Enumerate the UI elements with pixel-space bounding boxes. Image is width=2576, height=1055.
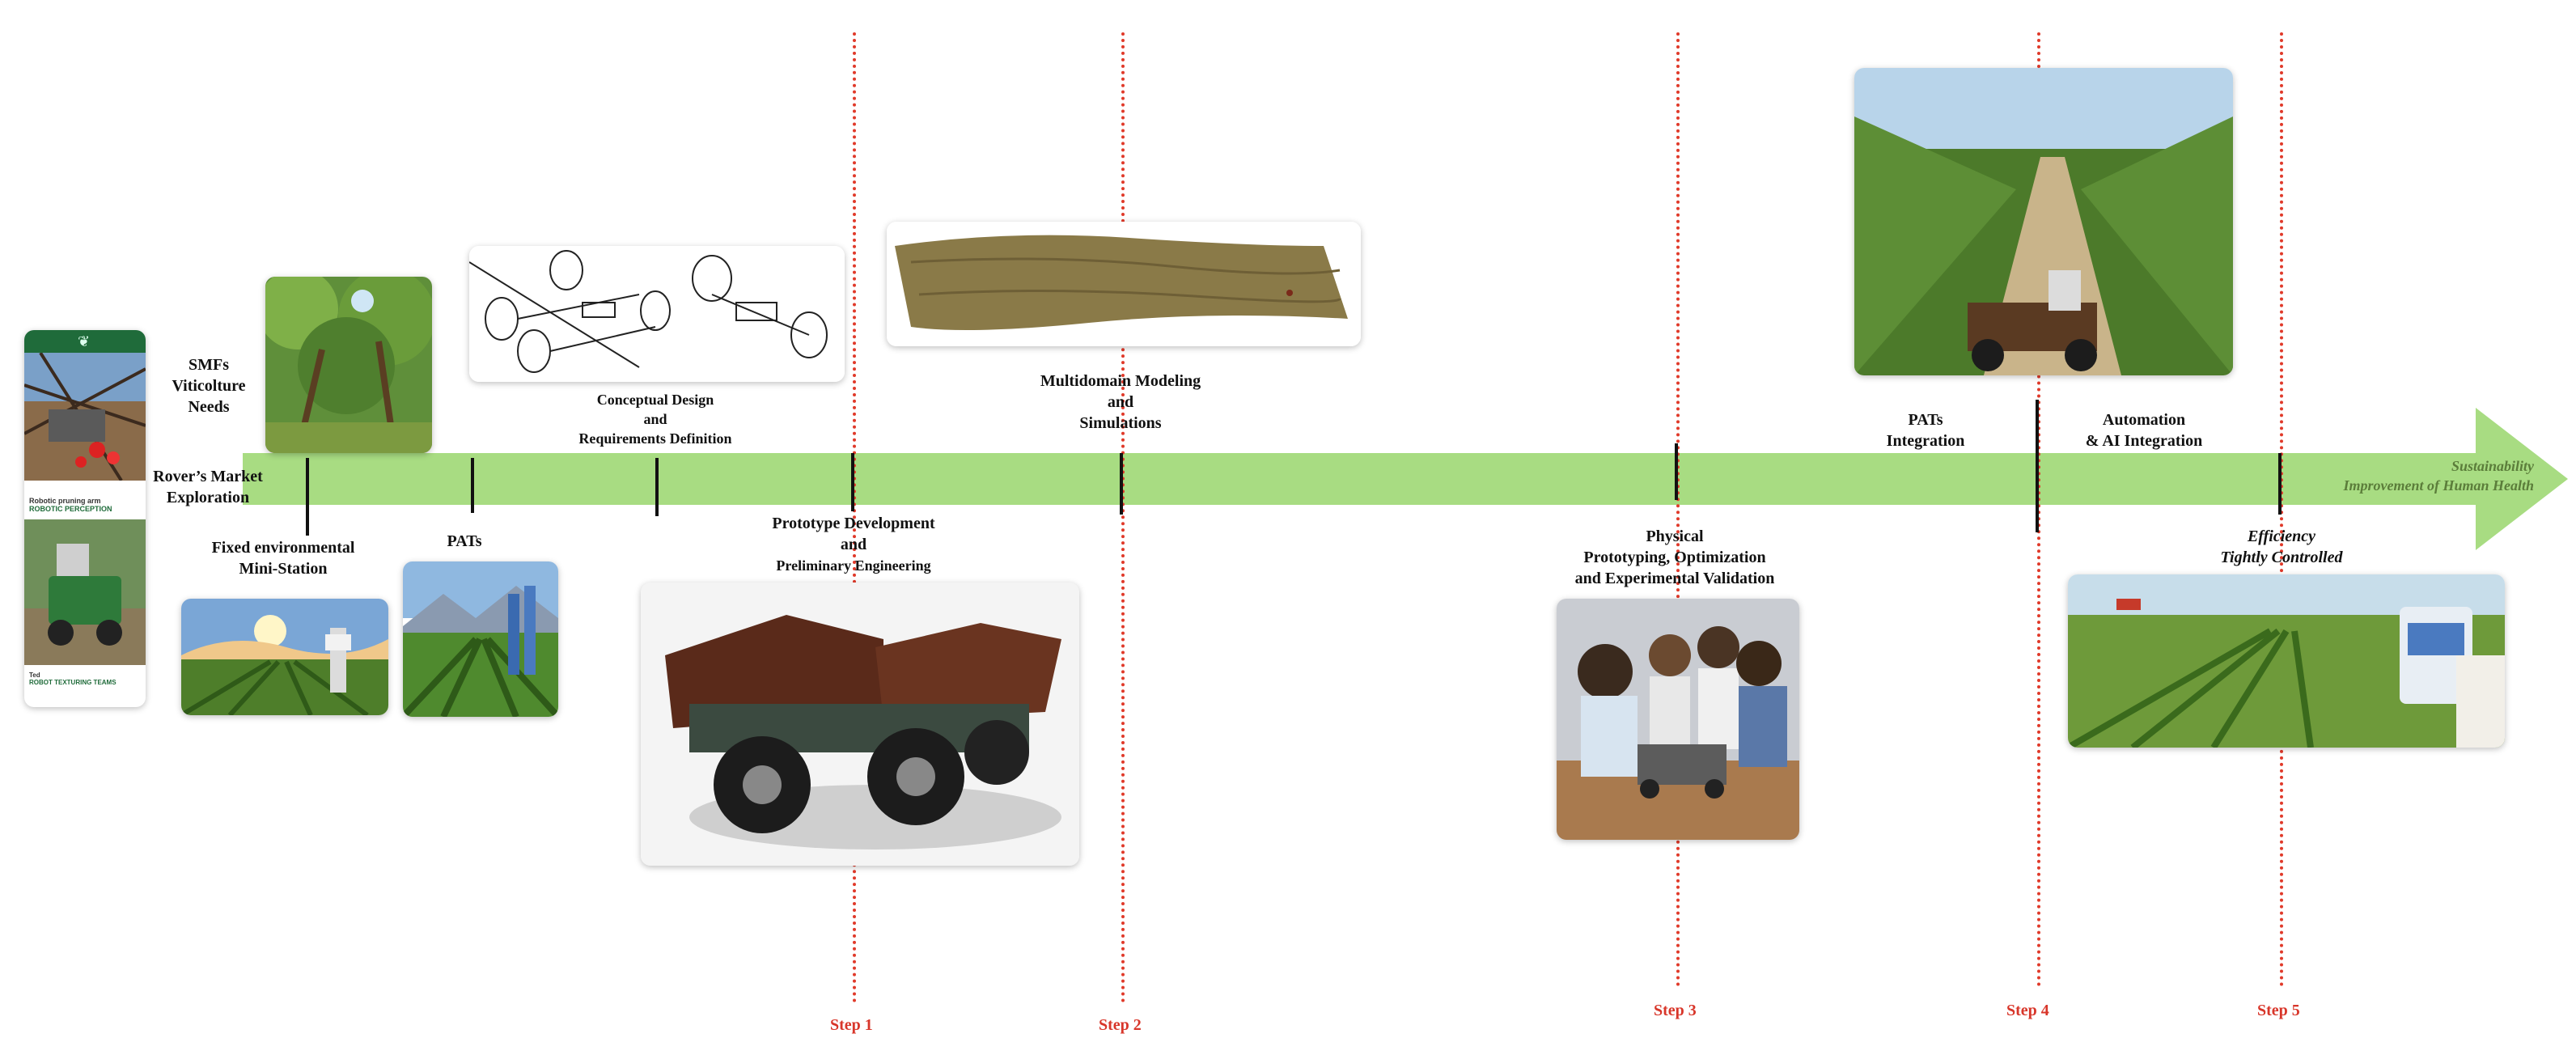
- label-pats2-line2: Integration: [1886, 432, 1965, 450]
- label-multidomain-line1: Multidomain Modeling: [1040, 372, 1201, 390]
- brochure-footer-line1: Ted: [29, 672, 40, 679]
- label-physical-line1: Physical: [1646, 528, 1704, 545]
- label-prototype-line2: and: [840, 536, 867, 553]
- label-prototype: Prototype Development and Preliminary En…: [744, 513, 963, 576]
- brochure-photo-bottom: [24, 519, 146, 665]
- brochure-title-line2: ROBOTIC PERCEPTION: [29, 505, 112, 513]
- label-pats-integration: PATs Integration: [1861, 409, 1990, 451]
- label-multidomain-line2: and: [1107, 393, 1134, 411]
- pats-photo: [403, 561, 558, 717]
- brochure-image: ❦ Robotic pruning arm ROBOTIC PERCEPTION…: [24, 330, 146, 707]
- label-smf-line3: Needs: [188, 398, 230, 416]
- label-physical-line2: Prototyping, Optimization: [1583, 549, 1766, 566]
- label-automation-line1: Automation: [2102, 411, 2186, 429]
- terrain-simulation: [887, 222, 1361, 346]
- tick-fixed: [306, 458, 309, 536]
- label-efficiency-line1: Efficiency: [2247, 528, 2316, 545]
- label-automation-line2: & AI Integration: [2085, 432, 2203, 450]
- tick-step2: [1120, 453, 1123, 515]
- step1-label: Step 1: [830, 1016, 873, 1034]
- label-conceptual-line2: and: [643, 411, 667, 427]
- label-multidomain: Multidomain Modeling and Simulations: [1011, 371, 1230, 434]
- label-smf: SMFs Viticolture Needs: [168, 354, 249, 417]
- label-pats2-line1: PATs: [1908, 411, 1943, 429]
- label-pats-line1: PATs: [447, 532, 482, 550]
- label-pats: PATs: [432, 531, 497, 552]
- label-conceptual: Conceptual Design and Requirements Defin…: [558, 390, 752, 448]
- label-rover-line1: Rover’s Market: [153, 468, 263, 485]
- label-prototype-line1: Prototype Development: [772, 515, 935, 532]
- step5-label: Step 5: [2257, 1002, 2300, 1019]
- step2-line: [1121, 32, 1125, 1003]
- step5-line: [2280, 32, 2283, 987]
- label-physical: Physical Prototyping, Optimization and E…: [1537, 526, 1812, 589]
- tick-step4: [2036, 400, 2039, 532]
- step2-label: Step 2: [1099, 1016, 1142, 1034]
- conceptual-drawing: [469, 246, 845, 382]
- brochure-title: Robotic pruning arm ROBOTIC PERCEPTION: [24, 497, 146, 513]
- label-efficiency: Efficiency Tightly Controlled: [2201, 526, 2362, 568]
- label-fixed-line1: Fixed environmental: [211, 539, 355, 557]
- tick-step3: [1675, 443, 1678, 500]
- tick-conceptual: [655, 458, 659, 516]
- lab-photo: [1557, 599, 1799, 840]
- step3-line: [1676, 32, 1680, 987]
- vineyard-rover-photo: [1854, 68, 2233, 375]
- step4-line: [2037, 32, 2040, 987]
- tick-step5: [2278, 453, 2282, 515]
- brochure-title-line1: Robotic pruning arm: [29, 497, 101, 505]
- brochure-footer-line2: ROBOT TEXTURING TEAMS: [29, 679, 117, 686]
- label-multidomain-line3: Simulations: [1079, 414, 1162, 432]
- brochure-header: ❦: [24, 330, 146, 353]
- step3-label: Step 3: [1654, 1002, 1697, 1019]
- label-automation: Automation & AI Integration: [2071, 409, 2217, 451]
- step4-label: Step 4: [2006, 1002, 2049, 1019]
- label-smf-line2: Viticolture: [172, 377, 246, 395]
- tick-pats: [471, 458, 474, 513]
- arrow-text: Sustainability Improvement of Human Heal…: [2343, 456, 2534, 495]
- brochure-photo-top: [24, 353, 146, 481]
- brochure-footer: Ted ROBOT TEXTURING TEAMS: [24, 665, 146, 686]
- label-prototype-line3: Preliminary Engineering: [776, 557, 931, 574]
- ai-vineyard-photo: [2068, 574, 2505, 748]
- label-rover: Rover’s Market Exploration: [139, 466, 277, 508]
- label-conceptual-line1: Conceptual Design: [596, 392, 714, 408]
- leaf-icon: ❦: [78, 333, 91, 350]
- label-rover-line2: Exploration: [166, 489, 250, 506]
- label-conceptual-line3: Requirements Definition: [578, 430, 732, 447]
- label-physical-line3: and Experimental Validation: [1574, 570, 1775, 587]
- rover-cad-render: [641, 583, 1079, 866]
- step1-line: [853, 32, 856, 1003]
- label-fixed-line2: Mini-Station: [239, 560, 328, 578]
- label-smf-line1: SMFs: [189, 356, 229, 374]
- mini-station-photo: [181, 599, 388, 715]
- tick-step1: [851, 453, 854, 511]
- arrow-text-health: Improvement of Human Health: [2343, 477, 2534, 494]
- arrow-text-sustainability: Sustainability: [2451, 458, 2534, 474]
- orchard-photo: [265, 277, 432, 453]
- label-efficiency-line2: Tightly Controlled: [2220, 549, 2343, 566]
- label-fixed: Fixed environmental Mini-Station: [194, 537, 372, 579]
